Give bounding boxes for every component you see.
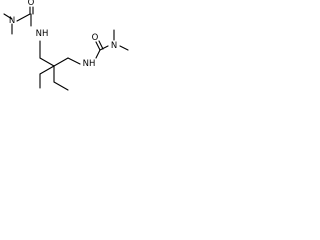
- atom-nh-top: NH: [36, 29, 49, 39]
- bond-nh2-c2: [95, 49, 101, 59]
- atom-o-right: O: [92, 33, 99, 43]
- bond-n1-c1: [16, 13, 31, 22]
- bond-c2-n2: [99, 45, 109, 51]
- bond-methyl-a-n1: [3, 13, 13, 20]
- bond-ethyl2a-ethyl2b: [53, 81, 69, 91]
- atom-n-top: N: [9, 16, 15, 26]
- bond-ch2b-nh2: [67, 57, 81, 65]
- chemical-structure-diagram: N O NH NH O N: [3, 0, 129, 91]
- atom-nh-right: NH: [83, 59, 96, 69]
- bond-c2-o2-b: [98, 40, 104, 50]
- bond-cq-ch2b: [53, 57, 69, 67]
- atom-o-top: O: [28, 0, 35, 8]
- bond-lines: [3, 6, 129, 91]
- bond-n2-methyl-a: [119, 45, 129, 51]
- atom-n-right: N: [111, 41, 117, 51]
- bond-ch2-cq: [39, 57, 55, 67]
- bond-cq-ethyl1a: [39, 65, 55, 75]
- bond-c2-o2-a: [95, 41, 101, 51]
- atom-labels: N O NH NH O N: [9, 0, 117, 69]
